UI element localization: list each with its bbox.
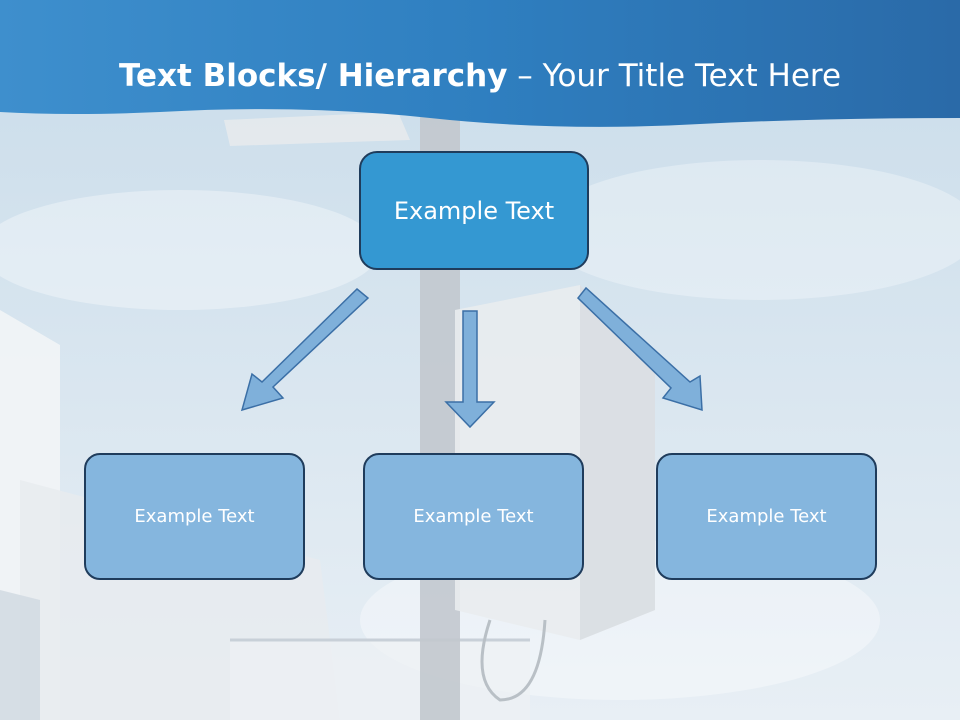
slide-title: Text Blocks/ Hierarchy – Your Title Text… xyxy=(0,54,960,98)
child-text-label: Example Text xyxy=(706,506,827,527)
arrow-center xyxy=(444,310,496,429)
child-text-block-left: Example Text xyxy=(84,453,305,580)
root-text-label: Example Text xyxy=(393,196,555,225)
root-text-block: Example Text xyxy=(359,151,589,270)
arrow-right xyxy=(576,286,703,412)
slide-title-rest: – Your Title Text Here xyxy=(507,58,842,94)
child-text-label: Example Text xyxy=(134,506,255,527)
child-text-label: Example Text xyxy=(413,506,534,527)
arrow-left xyxy=(240,287,370,412)
child-text-block-right: Example Text xyxy=(656,453,877,580)
child-text-block-center: Example Text xyxy=(363,453,584,580)
slide-title-bold: Text Blocks/ Hierarchy xyxy=(118,58,508,94)
